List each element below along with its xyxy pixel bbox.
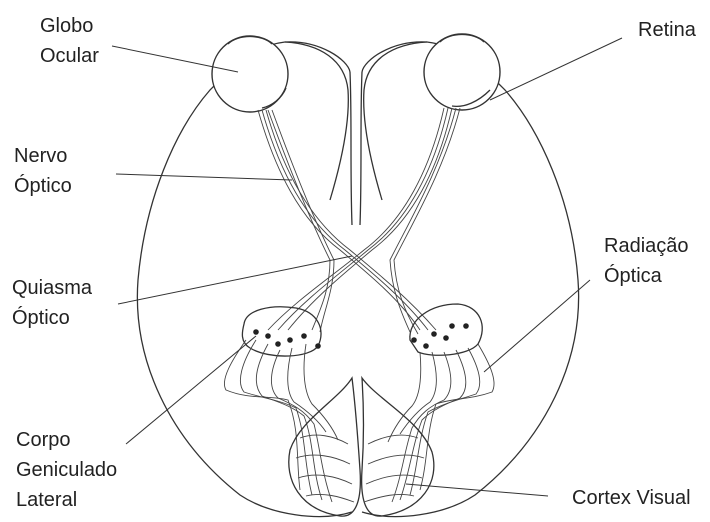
optic-radiations-left bbox=[224, 340, 338, 502]
label-cortex-visual: Cortex Visual bbox=[572, 487, 691, 509]
label-radiacao-optica: Radiação Óptica bbox=[604, 235, 694, 287]
lgn-dots bbox=[253, 323, 469, 349]
right-hemisphere-outline bbox=[362, 42, 579, 517]
leader-quiasma-optico bbox=[118, 256, 352, 304]
label-nervo-optico: Nervo Óptico bbox=[14, 145, 73, 197]
leader-radiacao-optica bbox=[484, 280, 590, 372]
left-frontal-lobe bbox=[285, 42, 348, 200]
label-retina: Retina bbox=[638, 19, 697, 41]
frontal-midline-left bbox=[350, 72, 352, 225]
leader-retina bbox=[490, 38, 622, 100]
label-quiasma-optico: Quiasma Óptico bbox=[12, 277, 98, 329]
frontal-midline-right bbox=[360, 72, 362, 225]
right-frontal-lobe bbox=[364, 42, 427, 200]
label-corpo-geniculado-lateral: Corpo Geniculado Lateral bbox=[16, 429, 123, 511]
label-globo-ocular: Globo Ocular bbox=[40, 15, 99, 67]
leader-nervo-optico bbox=[116, 174, 292, 180]
right-occipital-lobe bbox=[362, 378, 434, 516]
left-occipital-lobe bbox=[289, 378, 361, 516]
leader-corpo-geniculado bbox=[126, 336, 256, 444]
optic-radiations-right bbox=[388, 344, 494, 502]
optic-nerve-fibers bbox=[258, 108, 460, 334]
left-hemisphere-outline bbox=[137, 42, 352, 517]
right-lgn-outline bbox=[410, 304, 482, 355]
right-eyeball bbox=[424, 34, 500, 110]
